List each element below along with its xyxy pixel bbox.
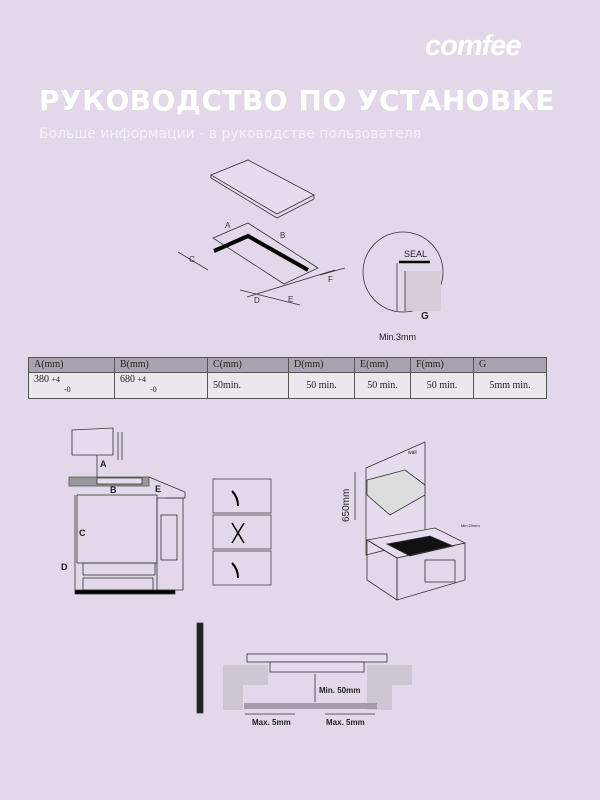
hood-height-diagram: wall 650mm Min.20mm <box>341 441 480 601</box>
label-c: C <box>79 528 86 538</box>
cell-e: 50 min. <box>354 372 411 399</box>
max-5mm-left-label: Max. 5mm <box>252 718 291 727</box>
header-f: F(mm) <box>410 357 474 373</box>
cell-a-plus: +4 <box>51 375 61 384</box>
label-e: E <box>155 484 161 494</box>
min-3mm-label: Min.3mm <box>379 332 416 342</box>
hob-top <box>210 159 315 219</box>
header-c: C(mm) <box>207 357 289 373</box>
max-5mm-right-label: Max. 5mm <box>326 718 365 727</box>
cutout-diagram: A B C D E F SEAL G Min.3mm <box>177 159 444 342</box>
dimensions-table: A(mm) B(mm) C(mm) D(mm) E(mm) F(mm) G 38… <box>28 357 547 399</box>
header-a: A(mm) <box>28 357 115 373</box>
cell-b-value: 680 <box>120 374 135 385</box>
page-title: РУКОВОДСТВО ПО УСТАНОВКЕ <box>39 84 555 117</box>
cell-d: 50 min. <box>288 372 355 399</box>
cell-b: 680 +4-0 <box>114 372 208 399</box>
label-d: D <box>61 562 68 572</box>
seal-detail <box>362 231 444 313</box>
cell-a: 380 +4-0 <box>28 372 115 399</box>
cell-c: 50min. <box>207 372 289 399</box>
cell-b-plus: +4 <box>137 375 147 384</box>
g-label: G <box>421 311 429 322</box>
header-d: D(mm) <box>288 357 355 373</box>
label-b: B <box>110 485 117 495</box>
table-row: 380 +4-0 680 +4-0 50min. 50 min. 50 min.… <box>28 372 547 399</box>
height-650mm-label: 650mm <box>341 489 352 522</box>
cell-a-minus: -0 <box>64 385 71 394</box>
header-b: B(mm) <box>114 357 208 373</box>
label-e: E <box>288 295 293 304</box>
edge-detail-diagram <box>212 478 272 586</box>
label-b: B <box>280 231 285 240</box>
label-a: A <box>225 221 231 230</box>
page-subtitle: Больше информации - в руководстве пользо… <box>39 126 422 142</box>
seal-label: SEAL <box>404 249 427 259</box>
min-20mm-label: Min.20mm <box>461 523 480 528</box>
label-a: A <box>100 459 107 469</box>
header-e: E(mm) <box>354 357 411 373</box>
clearance-diagram: A B C D E <box>61 427 186 595</box>
label-c: C <box>189 255 195 264</box>
cell-b-minus: -0 <box>150 385 157 394</box>
table-header-row: A(mm) B(mm) C(mm) D(mm) E(mm) F(mm) G <box>28 357 547 373</box>
header-g: G <box>473 357 547 373</box>
comfee-logo: comfee <box>425 30 522 62</box>
bottom-clearance-diagram: Min. 50mm Max. 5mm Max. 5mm <box>196 622 412 727</box>
wall-label: wall <box>408 450 417 456</box>
cutout-outline <box>177 222 346 306</box>
label-d: D <box>254 296 260 305</box>
cell-a-value: 380 <box>34 374 49 385</box>
cell-g: 5mm min. <box>473 372 547 399</box>
label-f: F <box>328 275 333 284</box>
cell-f: 50 min. <box>410 372 474 399</box>
min-50mm-label: Min. 50mm <box>319 686 360 695</box>
